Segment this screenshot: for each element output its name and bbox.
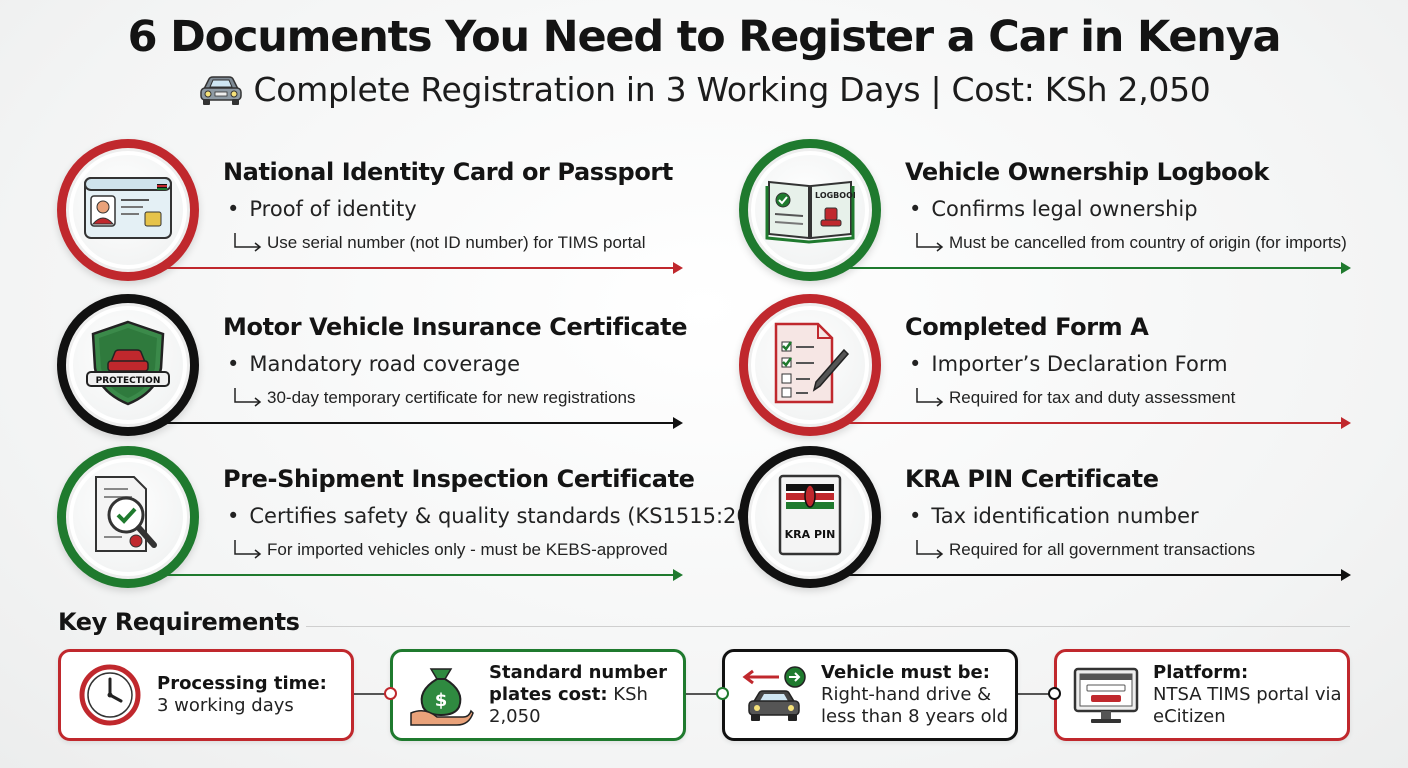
document-logbook: LOGBOOK Vehicle Ownership Logbook Confir… <box>739 139 1399 289</box>
connector-dot <box>1048 687 1061 700</box>
subtitle-text: Complete Registration in 3 Working Days … <box>253 70 1211 109</box>
kra-pin-icon-text: KRA PIN <box>785 528 836 541</box>
document-bullet: Tax identification number <box>909 504 1198 528</box>
requirement-processing-time: Processing time:3 working days <box>58 649 354 741</box>
document-form-a: Completed Form A Importer’s Declaration … <box>739 294 1399 444</box>
document-bullet: Mandatory road coverage <box>227 352 520 376</box>
connector-dot <box>716 687 729 700</box>
document-title: KRA PIN Certificate <box>905 465 1159 493</box>
document-icon-circle <box>739 294 881 436</box>
requirement-value: NTSA TIMS portal via eCitizen <box>1153 684 1342 727</box>
document-title: Vehicle Ownership Logbook <box>905 158 1269 186</box>
inspection-certificate-icon <box>88 473 168 562</box>
requirement-platform: Platform:NTSA TIMS portal via eCitizen <box>1054 649 1350 741</box>
logbook-icon: LOGBOOK <box>765 172 860 249</box>
svg-text:$: $ <box>435 690 448 711</box>
requirement-value: Right-hand drive & less than 8 years old <box>821 684 1009 727</box>
document-title: National Identity Card or Passport <box>223 158 673 186</box>
document-icon-circle <box>57 139 199 281</box>
connector-arrow <box>839 262 1351 274</box>
arrow-hook-icon <box>233 233 263 253</box>
document-note: Use serial number (not ID number) for TI… <box>233 233 646 253</box>
requirement-connector <box>1016 693 1056 695</box>
document-title: Motor Vehicle Insurance Certificate <box>223 313 688 341</box>
document-bullet: Confirms legal ownership <box>909 197 1197 221</box>
connector-arrow <box>157 569 683 581</box>
arrow-hook-icon <box>915 388 945 408</box>
key-requirements-title: Key Requirements <box>58 608 300 636</box>
document-icon-circle <box>57 446 199 588</box>
requirement-label: Processing time: <box>157 673 327 694</box>
page-subtitle: Complete Registration in 3 Working Days … <box>0 70 1408 109</box>
document-note: 30-day temporary certificate for new reg… <box>233 388 636 408</box>
car-arrows-icon <box>735 656 813 734</box>
document-icon-circle: KRA PIN <box>739 446 881 588</box>
requirement-value: 3 working days <box>157 695 294 716</box>
document-icon-circle: PROTECTION <box>57 294 199 436</box>
requirement-vehicle-criteria: Vehicle must be:Right-hand drive & less … <box>722 649 1018 741</box>
arrow-hook-icon <box>915 233 945 253</box>
connector-arrow <box>839 569 1351 581</box>
document-bullet: Importer’s Declaration Form <box>909 352 1227 376</box>
connector-dot <box>384 687 397 700</box>
requirement-connector <box>684 693 724 695</box>
requirement-connector <box>352 693 392 695</box>
document-bullet: Certifies safety & quality standards (KS… <box>227 504 784 528</box>
document-icon-circle: LOGBOOK <box>739 139 881 281</box>
kra-pin-icon: KRA PIN <box>774 472 846 563</box>
computer-monitor-icon <box>1067 656 1145 734</box>
requirement-value: KSh 2,050 <box>489 684 648 727</box>
id-card-icon <box>83 176 173 245</box>
page-title: 6 Documents You Need to Register a Car i… <box>127 12 1282 62</box>
arrow-hook-icon <box>233 540 263 560</box>
requirement-label: Standard number plates cost: <box>489 662 667 705</box>
car-icon <box>198 73 244 107</box>
shield-icon: PROTECTION <box>85 318 171 413</box>
checklist-form-icon <box>770 320 850 411</box>
document-note: Must be cancelled from country of origin… <box>915 233 1347 253</box>
clock-icon <box>71 656 149 734</box>
requirement-label: Vehicle must be: <box>821 662 990 683</box>
document-inspection: Pre-Shipment Inspection Certificate Cert… <box>57 446 785 596</box>
document-bullet: Proof of identity <box>227 197 416 221</box>
connector-arrow <box>839 417 1351 429</box>
document-note: For imported vehicles only - must be KEB… <box>233 540 668 560</box>
requirement-plates-cost: $ Standard number plates cost: KSh 2,050 <box>390 649 686 741</box>
document-note: Required for all government transactions <box>915 540 1255 560</box>
connector-arrow <box>157 262 683 274</box>
section-divider <box>306 626 1350 627</box>
connector-arrow <box>157 417 683 429</box>
document-title: Completed Form A <box>905 313 1149 341</box>
document-title: Pre-Shipment Inspection Certificate <box>223 465 695 493</box>
document-note: Required for tax and duty assessment <box>915 388 1235 408</box>
requirement-label: Platform: <box>1153 662 1249 683</box>
logbook-icon-text: LOGBOOK <box>815 191 855 200</box>
document-kra-pin: KRA PIN KRA PIN Certificate Tax identifi… <box>739 446 1399 596</box>
document-id-card: National Identity Card or Passport Proof… <box>57 139 717 289</box>
arrow-hook-icon <box>915 540 945 560</box>
arrow-hook-icon <box>233 388 263 408</box>
shield-icon-text: PROTECTION <box>96 376 161 386</box>
document-insurance: PROTECTION Motor Vehicle Insurance Certi… <box>57 294 717 444</box>
money-bag-icon: $ <box>403 656 481 734</box>
